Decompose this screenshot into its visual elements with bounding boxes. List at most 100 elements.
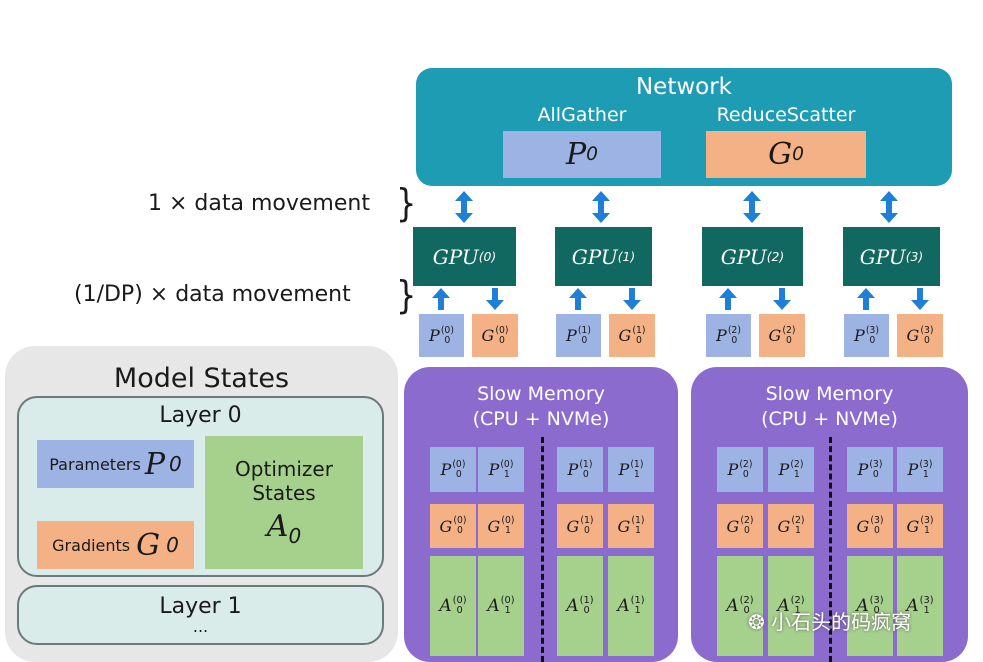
optimizer-label-line2: States (252, 481, 316, 505)
slow-cell-param: P(0)0 (430, 447, 476, 492)
parameters-index: 0 (169, 452, 182, 476)
grad-symbol: G (768, 137, 793, 172)
slow-cell-opt: A(2)0 (717, 556, 763, 656)
cell-sup: (2) (790, 594, 805, 606)
cell-sup: (0) (452, 594, 467, 606)
gpu1-grad-chip: G(1)0 (609, 314, 655, 357)
chip-sub: 0 (444, 334, 451, 346)
cell-symbol: G (566, 516, 580, 536)
network-gpu1-arrow (592, 191, 610, 223)
cell-sub: 0 (583, 525, 590, 536)
cell-sub: 0 (455, 468, 462, 480)
slow-cell-param: P(1)0 (557, 447, 603, 492)
cell-symbol: G (777, 516, 791, 536)
slow-cell-opt: A(2)1 (768, 556, 814, 656)
cell-sub: 0 (583, 605, 590, 616)
cell-symbol: P (618, 460, 630, 479)
gpu-label: GPU (720, 244, 767, 269)
cell-sub: 0 (743, 605, 750, 616)
gpu-0: GPU(0) (413, 227, 516, 286)
chip-sub: 0 (635, 334, 642, 346)
slow-cell-grad: G(3)0 (847, 504, 893, 548)
gpu1-param-up-arrow (569, 288, 587, 310)
param-symbol: P (565, 137, 587, 172)
cell-sup: (3) (869, 594, 884, 606)
slow-cell-opt: A(0)1 (478, 556, 524, 656)
gpu-rank: (0) (478, 249, 497, 264)
gpu-label: GPU (859, 244, 906, 269)
cell-sup: (0) (500, 594, 515, 606)
cell-sup: (2) (739, 458, 753, 470)
gpu-label: GPU (432, 244, 479, 269)
cell-sub: 1 (794, 525, 801, 536)
cell-symbol: A (439, 596, 452, 616)
slow-cell-grad: G(1)0 (557, 504, 603, 548)
cell-symbol: G (439, 516, 453, 536)
slow-cell-grad: G(0)1 (478, 504, 524, 548)
layer-0-title: Layer 0 (159, 403, 242, 428)
watermark-text: 小石头的码疯窝 (771, 610, 912, 634)
network-gpu3-arrow (880, 191, 898, 223)
slow-cell-param: P(2)1 (768, 447, 814, 492)
cell-sub: 1 (504, 605, 511, 616)
chip-symbol: P (429, 326, 440, 345)
cell-sup: (3) (919, 458, 933, 470)
cell-sub: 0 (743, 525, 750, 536)
gpu-2: GPU(2) (702, 227, 803, 286)
gpu2-param-up-arrow (719, 288, 737, 310)
chip-symbol: G (768, 326, 782, 345)
cell-symbol: A (487, 596, 500, 616)
chip-sup: (1) (577, 324, 591, 336)
gpu1-param-chip: P(1)0 (556, 314, 601, 357)
cell-sub: 1 (633, 468, 640, 480)
cell-sup: (0) (501, 515, 515, 527)
parameters-symbol: P (144, 446, 166, 482)
cell-sub: 1 (793, 468, 800, 480)
chip-sub: 0 (923, 334, 930, 346)
cell-sup: (3) (920, 515, 934, 527)
partial-movement-label: (1/DP) × data movement (74, 282, 351, 307)
cell-symbol: G (487, 516, 501, 536)
slow-cell-opt: A(3)1 (897, 556, 943, 656)
brace-full: } (396, 180, 417, 226)
cell-sub: 1 (634, 525, 641, 536)
cell-symbol: G (906, 516, 920, 536)
cell-symbol: P (567, 460, 579, 479)
cell-symbol: A (906, 596, 919, 616)
chip-sub: 0 (731, 334, 738, 346)
cell-sup: (2) (790, 458, 804, 470)
cell-sub: 0 (873, 525, 880, 536)
cell-sup: (1) (580, 515, 594, 527)
chip-sub: 0 (785, 334, 792, 346)
cell-sup: (1) (579, 594, 594, 606)
optimizer-symbol: A (266, 509, 289, 544)
cell-symbol: P (778, 460, 790, 479)
cell-sub: 0 (582, 468, 589, 480)
brace-partial: } (396, 272, 417, 318)
cell-sub: 0 (873, 605, 880, 616)
wechat-icon: ❂ (748, 610, 765, 634)
cell-symbol: A (566, 596, 579, 616)
cell-sub: 0 (742, 468, 749, 480)
cell-symbol: G (726, 516, 740, 536)
cell-sup: (3) (869, 458, 883, 470)
cell-sup: (1) (631, 515, 645, 527)
chip-sup: (2) (727, 324, 741, 336)
chip-sup: (1) (632, 324, 646, 336)
optimizer-states-block: Optimizer States A0 (205, 436, 363, 569)
cell-sup: (3) (870, 515, 884, 527)
gpu1-grad-down-arrow (623, 288, 641, 310)
slow-cell-param: P(3)0 (847, 447, 893, 492)
cell-sub: 1 (794, 605, 801, 616)
cell-sup: (1) (579, 458, 593, 470)
chip-sub: 0 (869, 334, 876, 346)
gpu-1: GPU(1) (555, 227, 652, 286)
layer-1-title: Layer 1 (159, 594, 242, 619)
optimizer-label-line1: Optimizer (235, 457, 333, 481)
cell-sup: (2) (739, 594, 754, 606)
allgather-label: AllGather (537, 104, 627, 126)
chip-sub: 0 (581, 334, 588, 346)
chip-symbol: G (618, 326, 632, 345)
cell-sub: 0 (456, 605, 463, 616)
